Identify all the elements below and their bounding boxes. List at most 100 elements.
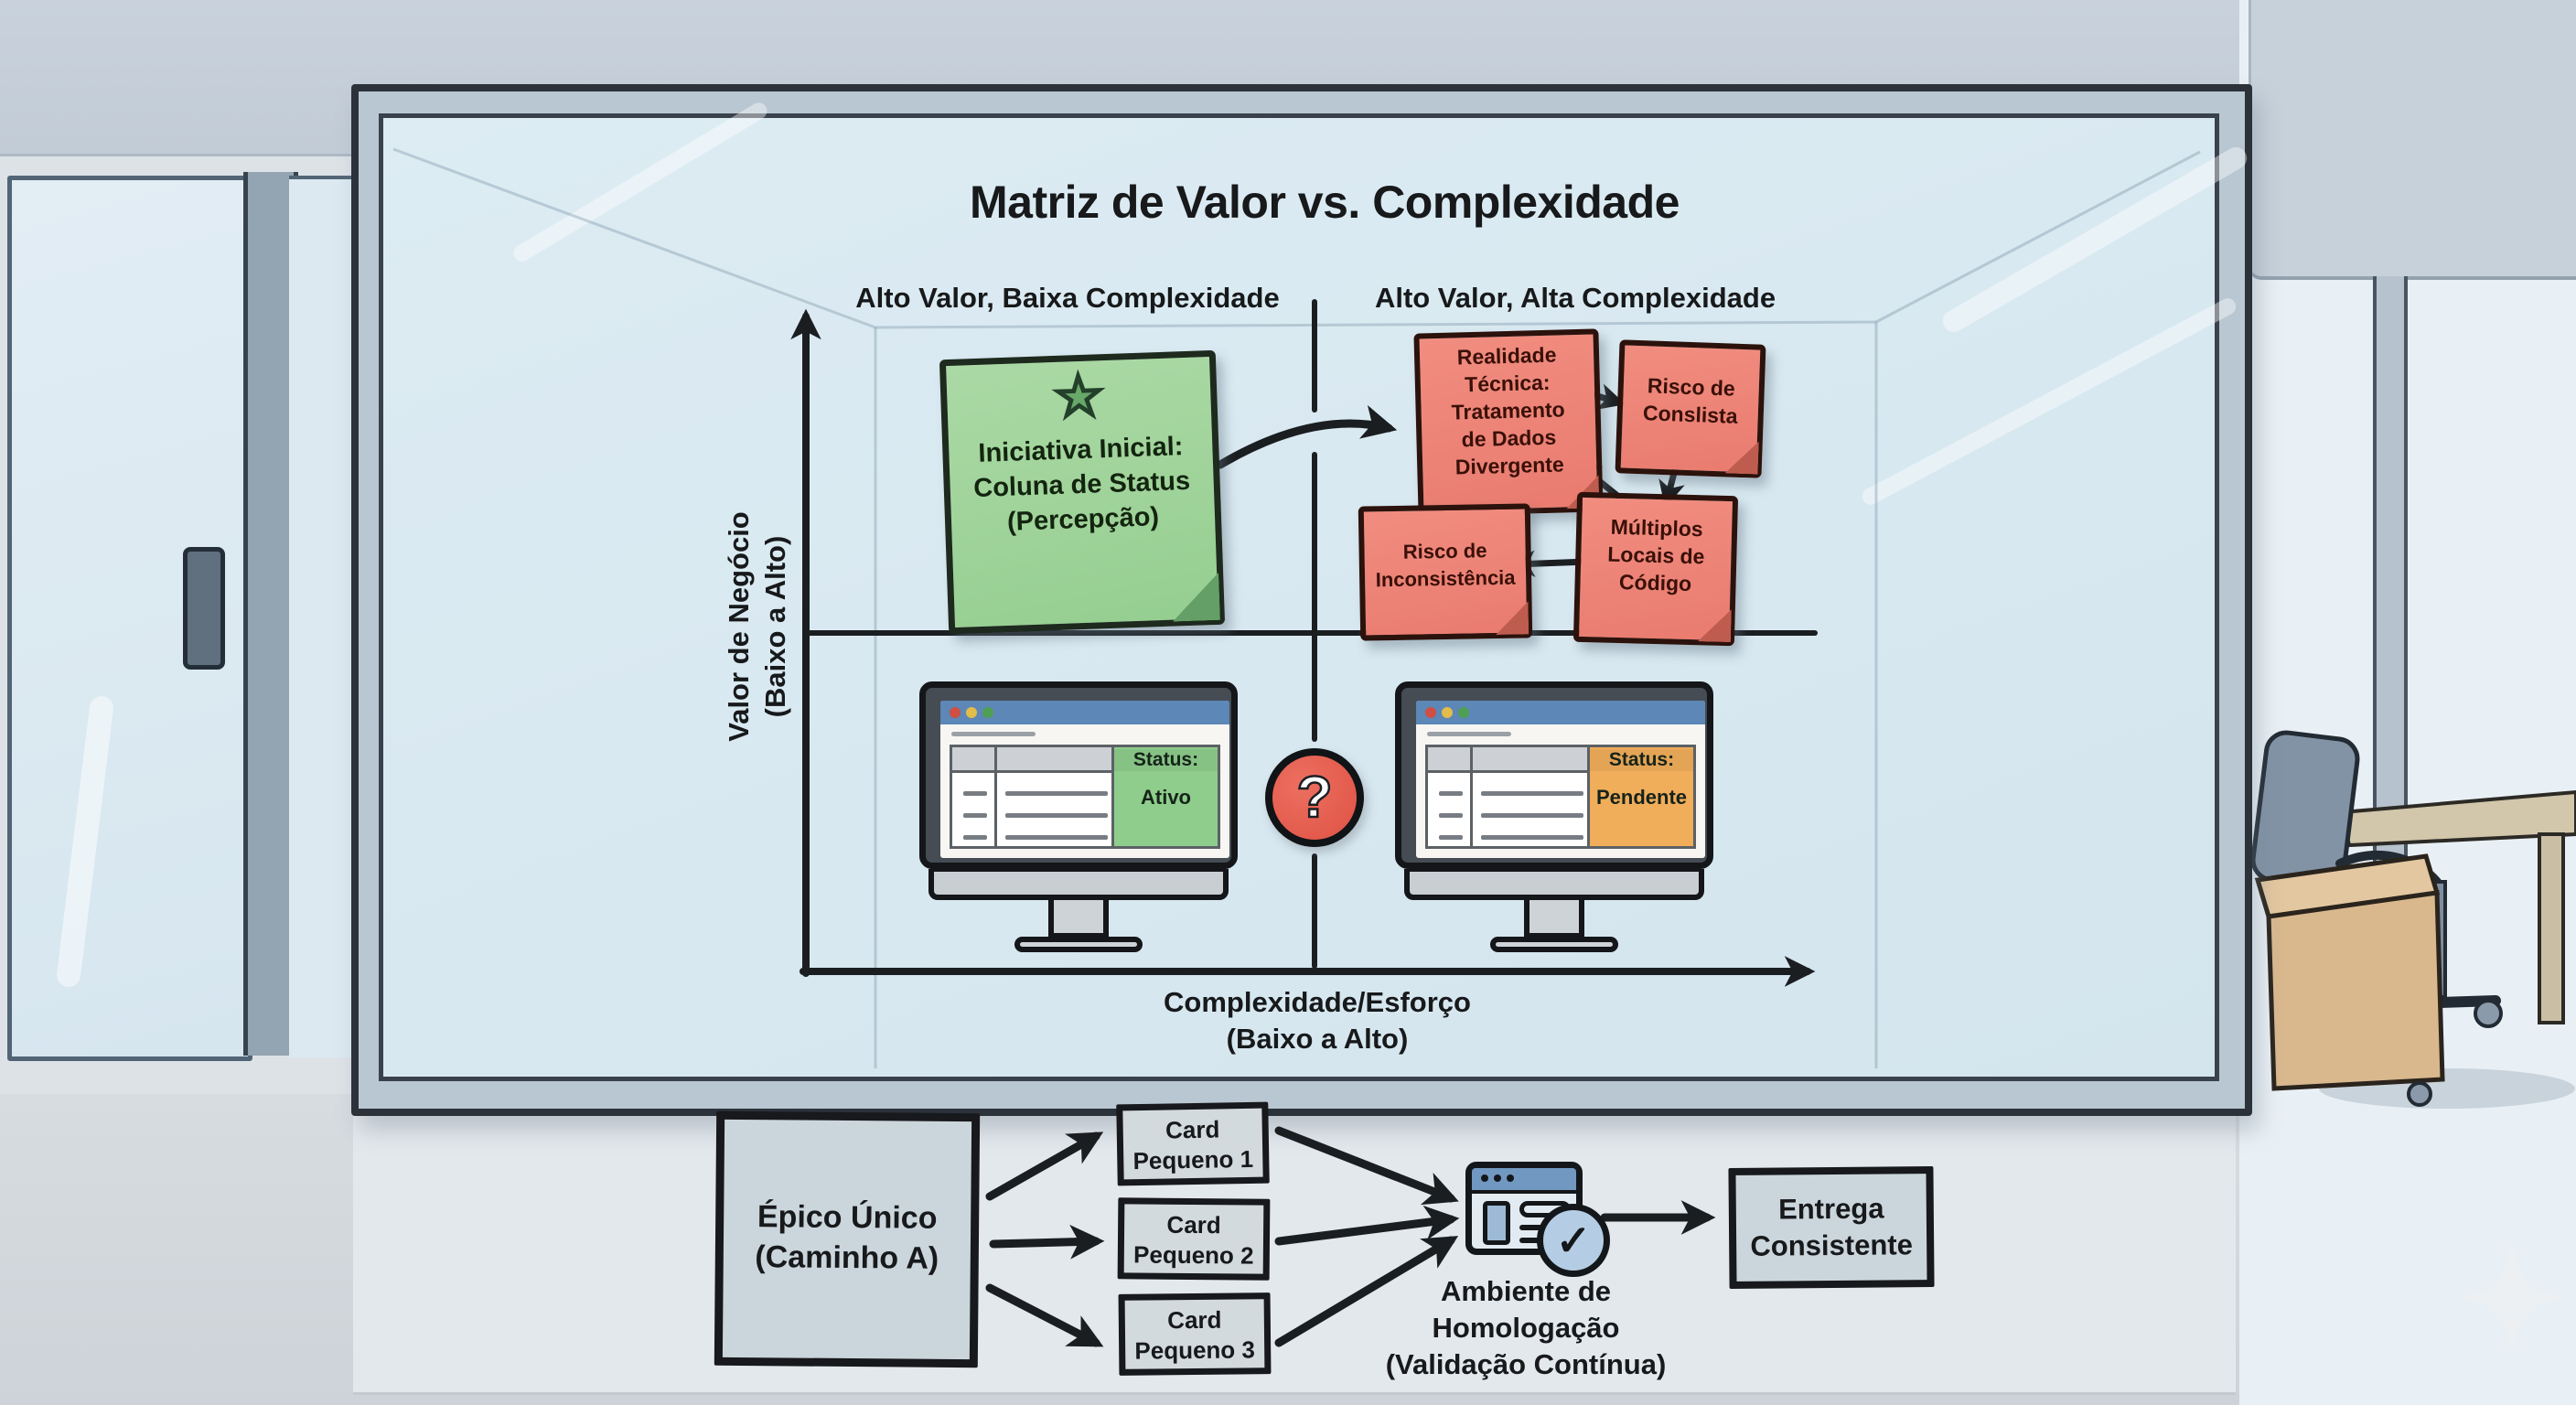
row-cell: [1439, 791, 1463, 796]
note-line: Risco de: [1402, 539, 1487, 563]
column-divider: [994, 747, 997, 846]
status-label: Status:: [1590, 749, 1693, 771]
status-column: Status: Pendente: [1587, 747, 1693, 846]
epic-line1: Épico Único: [757, 1199, 938, 1236]
browser-titlebar: [940, 701, 1229, 724]
card-line: Pequeno 2: [1132, 1240, 1254, 1270]
question-mark-icon: ?: [1295, 763, 1334, 831]
status-column: Status: Ativo: [1111, 747, 1218, 846]
row-cell: [1005, 835, 1108, 840]
column-divider: [1470, 747, 1473, 846]
glass-side-pane: [289, 176, 355, 1057]
door-handle: [183, 547, 225, 670]
icon-panel: [1483, 1201, 1510, 1245]
row-cell: [963, 835, 987, 840]
note-fold: [1725, 440, 1759, 474]
monitor-chin: [1404, 869, 1704, 900]
x-axis-line2: (Baixo a Alto): [1226, 1023, 1409, 1055]
row-cell: [1439, 813, 1463, 818]
homolog-line3: (Validação Contínua): [1385, 1348, 1667, 1380]
matrix-title: Matriz de Valor vs. Complexidade: [970, 177, 1680, 228]
browser-dot-yellow-icon: [1442, 707, 1453, 718]
green-note-line1: Iniciativa Inicial:: [977, 432, 1184, 468]
status-value: Pendente: [1595, 786, 1688, 809]
row-cell: [963, 791, 987, 796]
note-line: Locais de: [1607, 542, 1705, 569]
quadrant-label-top-left: Alto Valor, Baixa Complexidade: [855, 282, 1280, 314]
sticky-note-realidade-tecnica: Realidade Técnica: Tratamento de Dados D…: [1413, 328, 1604, 517]
monitor-stand: [1048, 900, 1109, 938]
x-axis-line1: Complexidade/Esforço: [1164, 986, 1471, 1018]
office-furniture-illustration: [2250, 730, 2576, 1109]
delivery-line2: Consistente: [1750, 1228, 1914, 1262]
browser-window: Status: Pendente: [1416, 701, 1705, 858]
icon-dot: [1507, 1174, 1514, 1182]
note-line: Risco de: [1647, 373, 1736, 401]
browser-dot-red-icon: [950, 707, 961, 718]
row-cell: [1481, 791, 1583, 796]
y-axis-line1: Valor de Negócio: [723, 511, 755, 742]
x-axis-label: Complexidade/Esforço (Baixo a Alto): [1043, 984, 1592, 1057]
quadrant-label-top-right: Alto Valor, Alta Complexidade: [1374, 282, 1776, 314]
epic-line2: (Caminho A): [755, 1239, 939, 1276]
note-line: Realidade: [1456, 342, 1557, 370]
note-fold: [1698, 608, 1732, 642]
browser-titlebar: [1416, 701, 1705, 724]
menu-line: [1427, 732, 1511, 736]
sticky-note-risco-inconsistencia: Risco de Inconsistência: [1358, 503, 1533, 641]
card-pequeno-2: Card Pequeno 2: [1117, 1197, 1271, 1281]
monitor-bezel: Status: Ativo: [919, 681, 1238, 869]
y-axis-line2: (Baixo a Alto): [759, 535, 791, 718]
note-line: Inconsistência: [1375, 565, 1516, 592]
epic-box: Épico Único (Caminho A): [714, 1110, 981, 1368]
browser-dot-green-icon: [1458, 707, 1469, 718]
delivery-box: Entrega Consistente: [1728, 1166, 1935, 1289]
row-cell: [1439, 835, 1463, 840]
browser-dot-red-icon: [1425, 707, 1436, 718]
browser-dot-green-icon: [982, 707, 993, 718]
lower-wall-panel: [353, 1101, 2236, 1395]
note-line: Tratamento: [1451, 397, 1565, 424]
row-cell: [963, 813, 987, 818]
menu-line: [951, 732, 1036, 736]
check-glyph: ✓: [1555, 1217, 1592, 1264]
row-cell: [1481, 835, 1583, 840]
window-blind: [2249, 0, 2576, 280]
monitor-base: [1014, 937, 1143, 952]
row-cell: [1481, 813, 1583, 818]
icon-dot: [1481, 1174, 1488, 1182]
card-pequeno-1: Card Pequeno 1: [1116, 1101, 1270, 1186]
sparkle-icon: [2461, 1242, 2563, 1354]
icon-dot: [1494, 1174, 1501, 1182]
check-icon: ✓: [1537, 1204, 1610, 1277]
data-table: Status: Pendente: [1425, 745, 1696, 849]
row-cell: [1005, 813, 1108, 818]
monitor-status-pendente: Status: Pendente: [1395, 681, 1713, 952]
star-icon: ★: [1053, 365, 1105, 429]
card-line: Card: [1167, 1305, 1222, 1335]
y-axis-label: Valor de Negócio (Baixo a Alto): [721, 471, 794, 782]
sticky-note-risco-consulta: Risco de Conslista: [1615, 339, 1766, 478]
data-table: Status: Ativo: [950, 745, 1220, 849]
glass-wall-panel: [379, 113, 2219, 1081]
green-note-line2: Coluna de Status: [972, 466, 1191, 504]
delivery-line1: Entrega: [1777, 1192, 1884, 1226]
note-line: de Dados: [1461, 424, 1557, 452]
status-value: Ativo: [1141, 786, 1191, 809]
icon-titlebar: [1472, 1168, 1576, 1194]
card-pequeno-3: Card Pequeno 3: [1118, 1292, 1272, 1376]
status-label: Status:: [1114, 749, 1218, 771]
card-line: Card: [1166, 1210, 1221, 1239]
note-fold: [1496, 601, 1530, 635]
homologation-label: Ambiente de Homologação (Validação Contí…: [1343, 1273, 1709, 1383]
question-badge: ?: [1265, 748, 1364, 847]
browser-window: Status: Ativo: [940, 701, 1229, 858]
monitor-status-ativo: Status: Ativo: [919, 681, 1238, 952]
green-note-line3: (Percepção): [1006, 502, 1160, 537]
monitor-chin: [928, 869, 1229, 900]
homolog-line2: Homologação: [1432, 1312, 1620, 1344]
monitor-base: [1490, 937, 1618, 952]
note-line: Conslista: [1642, 401, 1738, 428]
sticky-note-initiative: ★ Iniciativa Inicial: Coluna de Status (…: [939, 349, 1226, 635]
